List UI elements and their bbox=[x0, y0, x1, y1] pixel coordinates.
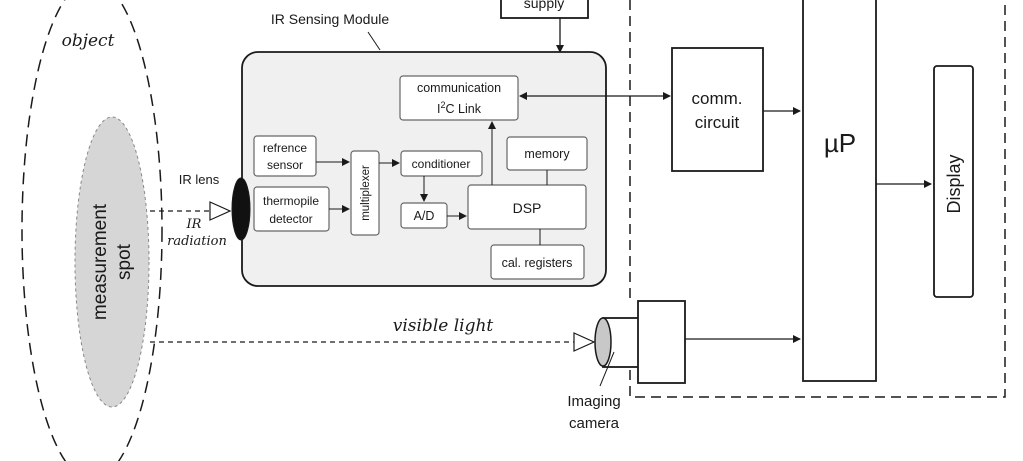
thermopile-label: thermopile bbox=[263, 194, 319, 208]
camera-body bbox=[637, 300, 686, 384]
visible-light-label: visible light bbox=[393, 316, 494, 336]
microprocessor-box bbox=[802, 0, 877, 382]
ad-converter-label: A/D bbox=[414, 209, 435, 223]
radiation-label: radiation bbox=[167, 234, 227, 249]
display-box bbox=[933, 65, 974, 298]
reference-sensor-label-2: sensor bbox=[267, 158, 303, 172]
module-title-leader bbox=[367, 31, 381, 51]
camera-label: camera bbox=[569, 415, 620, 432]
reference-sensor-label: refrence bbox=[263, 141, 307, 155]
microprocessor-label: µP bbox=[824, 128, 856, 158]
dsp-box bbox=[467, 184, 587, 230]
camera-leader bbox=[599, 351, 615, 387]
display-label: Display bbox=[944, 154, 964, 213]
comm-label: comm. bbox=[692, 89, 743, 108]
circuit-label: circuit bbox=[695, 113, 740, 132]
imaging-label: Imaging bbox=[567, 393, 620, 410]
ir-radiation-arrowhead bbox=[209, 201, 232, 221]
multiplexer-box bbox=[350, 150, 380, 236]
memory-label: memory bbox=[524, 147, 570, 161]
dsp-label: DSP bbox=[513, 200, 542, 216]
visible-light-arrowhead bbox=[573, 332, 596, 352]
conditioner-label: conditioner bbox=[412, 157, 471, 171]
supply-label: supply bbox=[524, 0, 564, 11]
supply-box bbox=[500, 0, 589, 19]
ir-lens-label: IR lens bbox=[179, 172, 220, 187]
conditioner-box bbox=[400, 150, 483, 177]
i2c-link-box bbox=[399, 75, 519, 121]
system-boundary bbox=[629, 0, 1006, 398]
object-label: object bbox=[62, 31, 115, 51]
cal-registers-box bbox=[490, 244, 585, 280]
object-boundary bbox=[21, 0, 163, 461]
multiplexer-label: multiplexer bbox=[360, 165, 372, 221]
measurement-spot-label: measurement spot bbox=[90, 203, 135, 320]
detector-label: detector bbox=[269, 212, 312, 226]
svg-text:spot: spot bbox=[114, 243, 135, 280]
communication-label: communication bbox=[417, 81, 501, 95]
camera-lens bbox=[594, 317, 612, 367]
ir-lens bbox=[231, 177, 251, 241]
measurement-spot bbox=[74, 116, 150, 408]
reference-sensor-box bbox=[253, 135, 317, 177]
comm-circuit-box bbox=[671, 47, 764, 172]
i2c-link-label: I2C Link bbox=[437, 100, 482, 116]
ir-sensing-module-title: IR Sensing Module bbox=[271, 11, 390, 27]
cal-registers-label: cal. registers bbox=[502, 256, 573, 270]
ir-label: IR bbox=[186, 217, 202, 232]
svg-text:measurement: measurement bbox=[90, 203, 111, 320]
